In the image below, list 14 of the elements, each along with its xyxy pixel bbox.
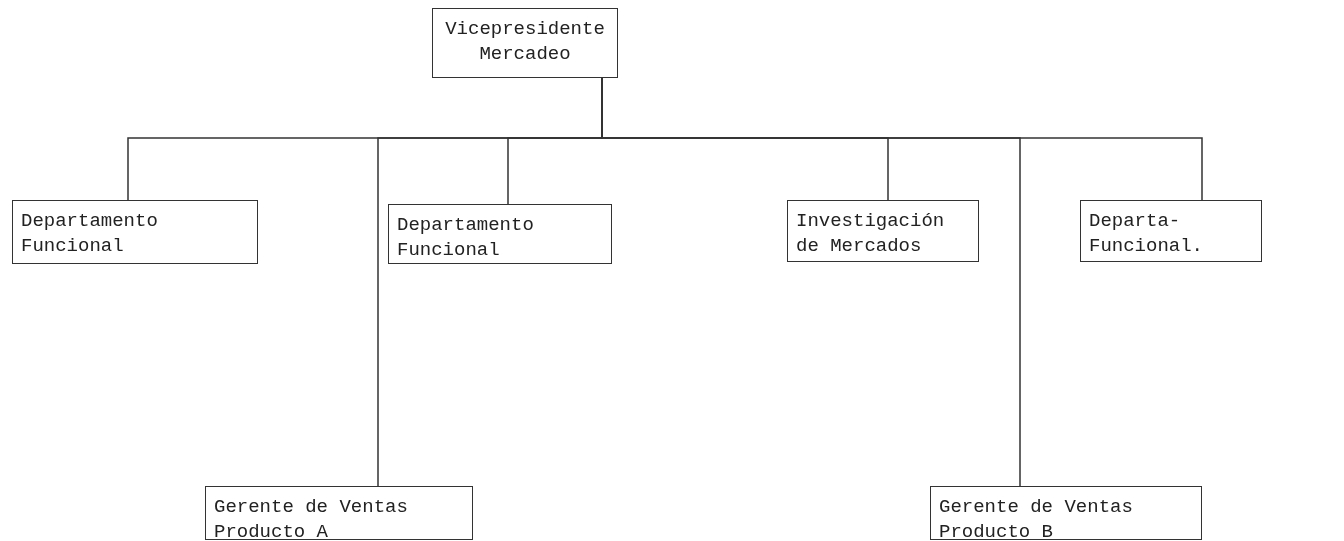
- node-title: Departamento Funcional: [397, 213, 535, 263]
- org-box: [432, 8, 618, 78]
- node-title: Departa- Funcional.: [1089, 209, 1205, 259]
- node-title: Investigación de Mercados: [796, 209, 946, 259]
- org-box: [1080, 200, 1262, 262]
- node-title: Departamento Funcional: [21, 209, 159, 259]
- node-title: Gerente de Ventas Producto B: [939, 495, 1134, 541]
- org-box: [12, 200, 258, 264]
- org-box: [205, 486, 473, 540]
- org-box: [388, 204, 612, 264]
- org-box: [787, 200, 979, 262]
- node-title: Gerente de Ventas Producto A: [214, 495, 409, 541]
- org-box: [930, 486, 1202, 540]
- node-title: Vicepresidente Mercadeo: [444, 17, 606, 67]
